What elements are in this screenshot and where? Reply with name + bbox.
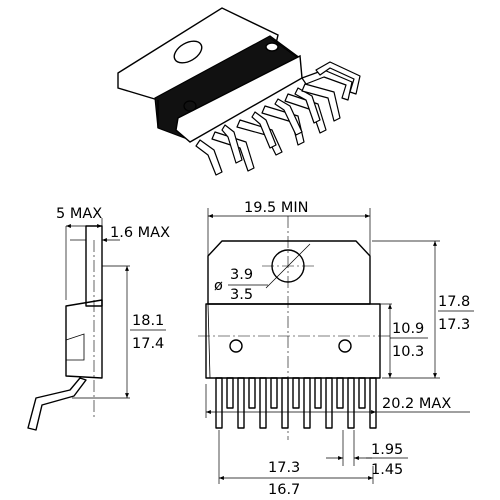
front-dim-hole-symbol: ø <box>214 278 223 294</box>
front-pin <box>281 377 289 429</box>
iso-corner-dimple-2 <box>183 100 197 112</box>
side-dim-height-bottom: 17.4 <box>132 336 164 352</box>
iso-corner-dimple <box>265 42 279 52</box>
front-dim-hole-bottom: 3.5 <box>230 287 253 303</box>
front-body-dimple-left <box>229 339 243 353</box>
front-dim-total-height-bottom: 17.3 <box>438 317 470 333</box>
iso-pin <box>251 111 277 149</box>
front-dim-tab-width-label: 19.5 MIN <box>244 200 309 216</box>
front-pin <box>369 377 377 429</box>
front-dim-pitch-bottom: 1.45 <box>371 462 403 478</box>
side-view-body <box>65 299 103 379</box>
front-pin <box>358 377 366 409</box>
iso-mounting-hole <box>173 40 203 64</box>
front-body-edge <box>207 303 211 379</box>
iso-body-front-face <box>175 54 303 143</box>
iso-pin <box>236 119 283 156</box>
front-pin <box>237 377 245 429</box>
front-body-dimple-right <box>338 339 352 353</box>
iso-pin <box>301 69 353 101</box>
front-pin <box>314 377 322 409</box>
iso-pin <box>274 98 303 136</box>
iso-pins <box>195 61 361 176</box>
front-dim-lead-length-label: 20.2 MAX <box>382 396 451 412</box>
side-dim-tab-label: 1.6 MAX <box>110 225 170 241</box>
iso-pin <box>211 131 255 172</box>
front-pin <box>270 377 278 409</box>
front-view: 19.5 MIN ø 3.9 3.5 17.8 17.3 10.9 10.3 2… <box>198 200 474 498</box>
front-pin <box>325 377 333 429</box>
front-dim-hole-body-bottom: 10.3 <box>392 344 424 360</box>
front-pin <box>248 377 256 409</box>
front-pin <box>226 377 234 409</box>
iso-pin <box>284 93 327 134</box>
side-view: 5 MAX 1.6 MAX 18.1 17.4 <box>27 206 170 431</box>
front-dim-total-height-top: 17.8 <box>438 294 470 310</box>
front-pin <box>303 377 311 429</box>
front-pin <box>336 377 344 409</box>
side-dim-width-label: 5 MAX <box>56 206 102 222</box>
side-dim-height-top: 18.1 <box>132 313 164 329</box>
front-pin <box>292 377 300 409</box>
iso-pin <box>301 83 341 122</box>
side-view-body-detail <box>65 333 85 361</box>
front-dim-hole-top: 3.9 <box>230 267 253 283</box>
front-pins <box>215 377 377 429</box>
iso-pin <box>221 124 243 164</box>
front-pin <box>215 377 223 429</box>
iso-body-highlight <box>269 37 299 59</box>
front-pin <box>347 377 355 429</box>
front-dim-row-span-top: 17.3 <box>268 460 300 476</box>
side-view-lead <box>27 377 87 431</box>
front-pin <box>259 377 267 429</box>
front-dim-row-span-bottom: 16.7 <box>268 482 300 498</box>
iso-pin <box>195 139 223 176</box>
front-dim-hole-body-top: 10.9 <box>392 321 424 337</box>
isometric-package-view <box>117 7 361 176</box>
iso-pin <box>315 61 361 95</box>
iso-pin <box>294 87 321 124</box>
front-dim-pitch-top: 1.95 <box>371 442 403 458</box>
